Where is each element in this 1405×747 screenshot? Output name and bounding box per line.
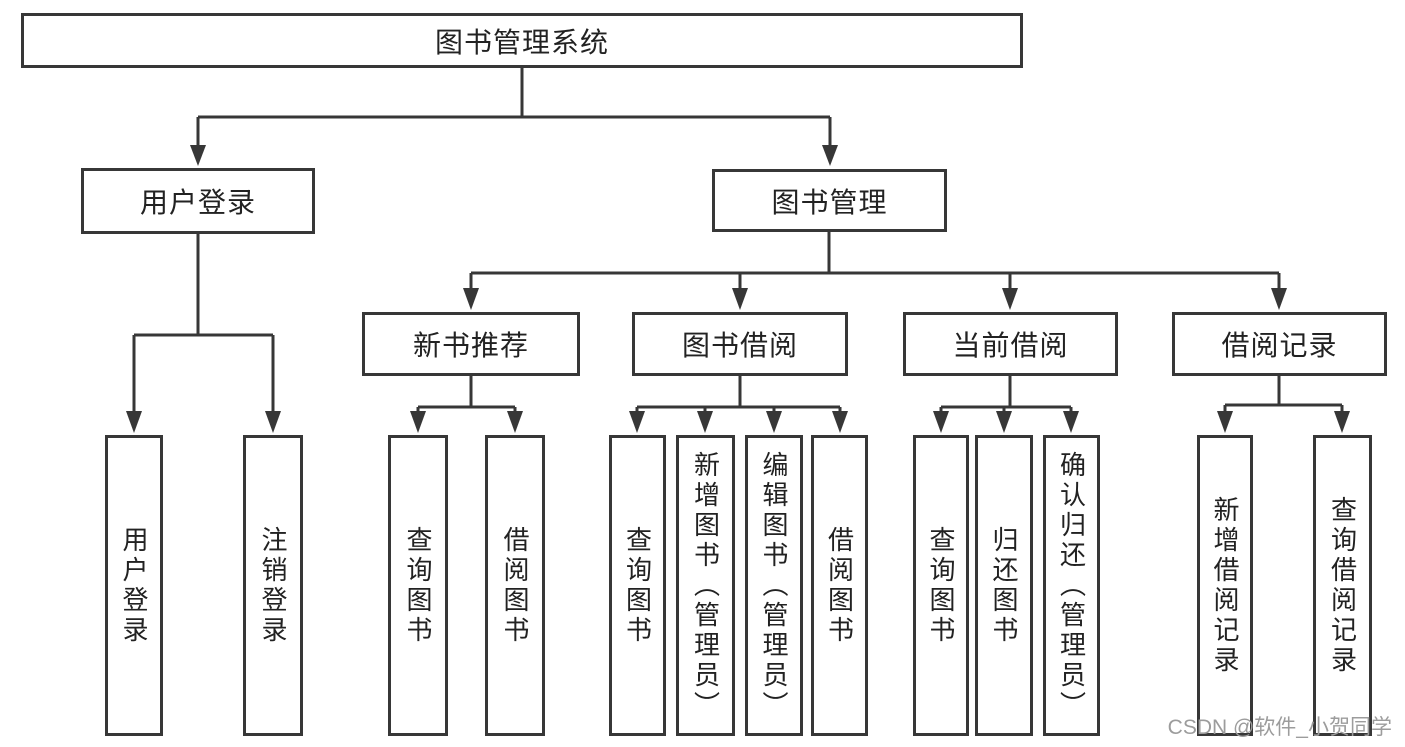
leaf-user-login-label: 用户登录	[119, 525, 149, 646]
connector-newrec-to-leaves	[410, 376, 523, 433]
leaf-logout-label: 注销登录	[258, 525, 288, 646]
node-user-login-label: 用户登录	[139, 187, 256, 218]
leaf-borrow-books-recommend: 借阅图书	[485, 435, 545, 736]
leaf-user-login: 用户登录	[105, 435, 163, 736]
node-book-management-label: 图书管理	[771, 186, 888, 218]
node-borrowing-records-label: 借阅记录	[1221, 330, 1338, 361]
connector-bookmgmt-to-level3	[463, 232, 1287, 310]
connector-root-to-level2	[190, 68, 838, 166]
node-current-borrowing-label: 当前借阅	[952, 330, 1069, 361]
leaf-query-borrow-record-label: 查询借阅记录	[1327, 495, 1358, 676]
leaf-query-books-recommend-label: 查询图书	[403, 525, 433, 646]
node-new-book-recommend: 新书推荐	[362, 312, 580, 376]
csdn-watermark: CSDN @软件_小贺同学	[1167, 716, 1392, 739]
node-borrowing-records: 借阅记录	[1172, 312, 1387, 376]
leaf-return-books: 归还图书	[975, 435, 1033, 736]
leaf-confirm-return-admin: 确认归还（管理员）	[1043, 435, 1100, 736]
leaf-borrow-books-recommend-label: 借阅图书	[500, 525, 530, 646]
leaf-query-books-current: 查询图书	[913, 435, 969, 736]
leaf-add-books-admin: 新增图书（管理员）	[676, 435, 735, 736]
leaf-query-borrow-record: 查询借阅记录	[1313, 435, 1372, 736]
connector-borrow-to-leaves	[629, 376, 848, 433]
node-root-label: 图书管理系统	[434, 26, 609, 58]
node-current-borrowing: 当前借阅	[903, 312, 1118, 376]
leaf-return-books-label: 归还图书	[989, 525, 1019, 646]
leaf-logout: 注销登录	[243, 435, 303, 736]
leaf-query-books-recommend: 查询图书	[388, 435, 448, 736]
leaf-add-borrow-record: 新增借阅记录	[1197, 435, 1253, 736]
node-user-login: 用户登录	[81, 168, 315, 234]
leaf-borrow-books-borrowing: 借阅图书	[811, 435, 868, 736]
node-book-borrowing-label: 图书借阅	[681, 330, 798, 361]
connector-userlogin-to-leaves	[126, 234, 281, 433]
leaf-add-books-admin-label: 新增图书（管理员）	[690, 450, 721, 721]
leaf-query-books-borrowing: 查询图书	[609, 435, 666, 736]
leaf-confirm-return-admin-label: 确认归还（管理员）	[1056, 450, 1087, 721]
leaf-edit-books-admin: 编辑图书（管理员）	[745, 435, 803, 736]
node-root-system: 图书管理系统	[21, 13, 1023, 68]
leaf-borrow-books-borrowing-label: 借阅图书	[824, 525, 855, 646]
leaf-query-books-current-label: 查询图书	[926, 525, 956, 646]
node-book-borrowing: 图书借阅	[632, 312, 848, 376]
node-book-management: 图书管理	[712, 169, 947, 232]
connector-records-to-leaves	[1217, 376, 1350, 433]
leaf-add-borrow-record-label: 新增借阅记录	[1210, 495, 1240, 676]
leaf-edit-books-admin-label: 编辑图书（管理员）	[759, 450, 789, 721]
connector-current-to-leaves	[933, 376, 1079, 433]
node-new-book-recommend-label: 新书推荐	[412, 330, 529, 361]
leaf-query-books-borrowing-label: 查询图书	[622, 525, 653, 646]
